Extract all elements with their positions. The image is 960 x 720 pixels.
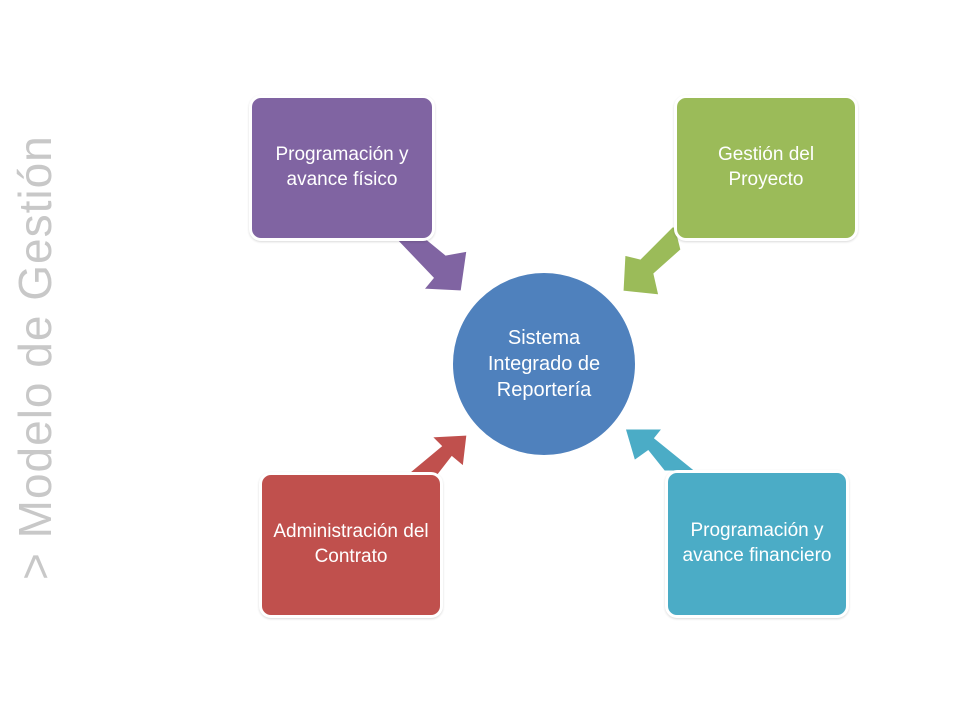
node-programacion-financiero: Programación y avance financiero <box>665 470 849 618</box>
node-label: Gestión del Proyecto <box>717 144 815 190</box>
arrow-top-right <box>620 224 684 298</box>
arrow-top-left <box>388 234 470 294</box>
arrow-bottom-right <box>621 426 703 474</box>
node-administracion-contrato: Administración del Contrato <box>259 472 443 618</box>
node-label: Programación y avance físico <box>275 144 409 190</box>
node-label: Administración del Contrato <box>273 521 429 567</box>
node-gestion-proyecto: Gestión del Proyecto <box>674 95 858 241</box>
center-node: Sistema Integrado de Reportería <box>450 270 638 458</box>
node-programacion-fisico: Programación y avance físico <box>249 95 435 241</box>
center-label: Sistema Integrado de Reportería <box>487 327 601 401</box>
arrow-bottom-left <box>399 432 470 478</box>
node-label: Programación y avance financiero <box>682 520 832 566</box>
